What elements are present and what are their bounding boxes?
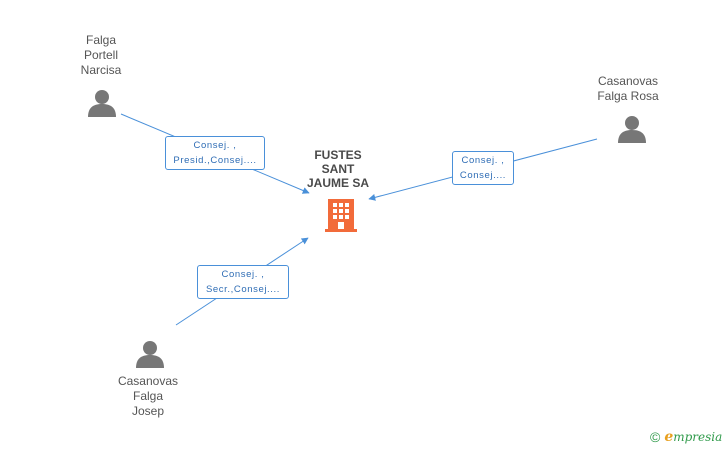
building-icon[interactable]: [325, 197, 357, 233]
copyright-symbol: ©: [650, 429, 661, 445]
person-icon[interactable]: [87, 88, 117, 118]
person-icon[interactable]: [135, 339, 165, 369]
person-name-falga-portell-narcisa[interactable]: Falga Portell Narcisa: [80, 33, 122, 77]
person-icon[interactable]: [617, 114, 647, 144]
person-name-casanovas-falga-rosa[interactable]: Casanovas Falga Rosa: [597, 74, 659, 103]
empresia-logo: empresia: [664, 429, 723, 445]
company-name[interactable]: FUSTES SANT JAUME SA: [306, 148, 369, 190]
role-box-casanovas-falga-josep[interactable]: Consej. , Secr.,Consej....: [197, 265, 289, 299]
role-box-casanovas-falga-rosa[interactable]: Consej. , Consej....: [452, 151, 514, 185]
empresia-watermark: © empresia: [650, 429, 722, 445]
role-box-falga-portell-narcisa[interactable]: Consej. , Presid.,Consej....: [165, 136, 265, 170]
person-name-casanovas-falga-josep[interactable]: Casanovas Falga Josep: [117, 374, 179, 418]
